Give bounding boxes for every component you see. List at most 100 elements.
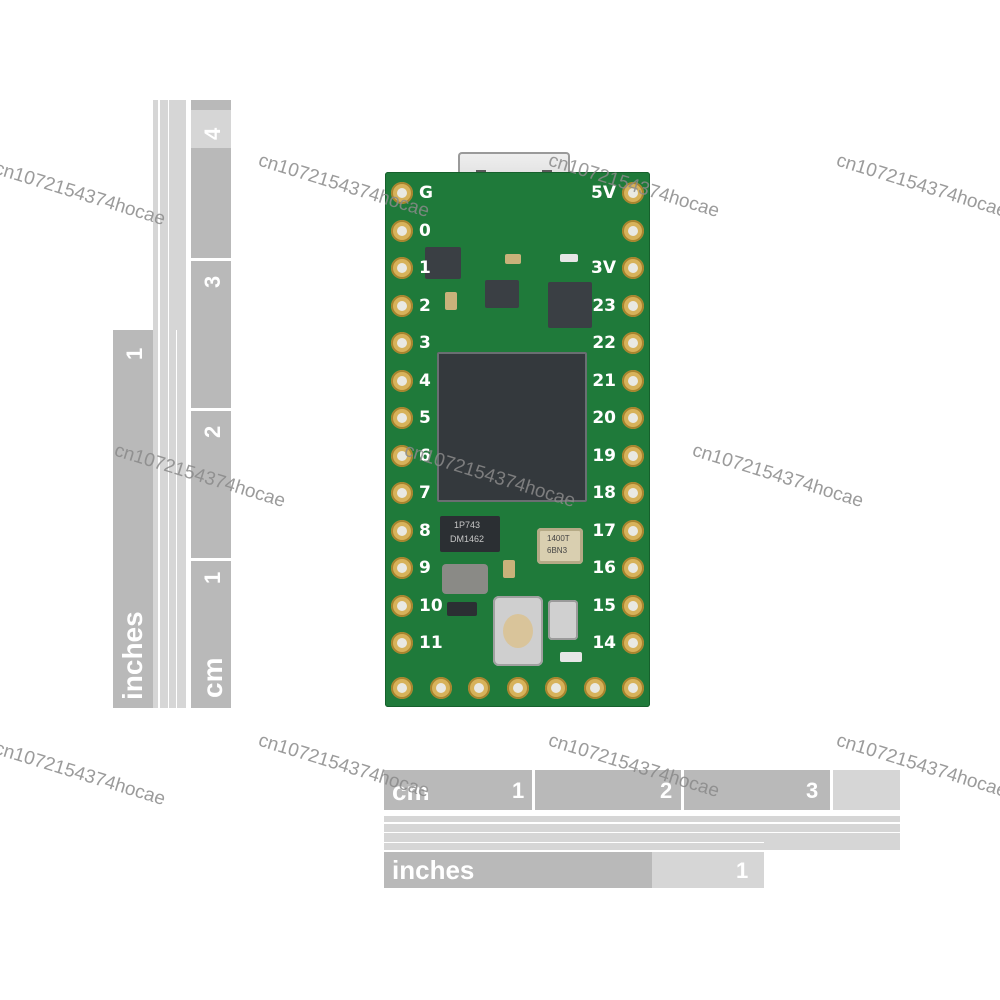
vertical-tick-line [168,100,169,708]
pin-label-left: 6 [419,445,431,466]
horizontal-inches-label: inches [392,855,475,885]
pin-label-right: 3V [591,258,616,278]
pin-pad-right [622,219,644,242]
pin-label-right: 14 [592,633,616,653]
pin-pad-left [391,182,413,204]
watermark-text: cn1072154374hocae [833,150,1000,222]
pin-label-left: 10 [419,595,443,616]
pin-label-left: G [419,183,433,203]
vertical-cm-tick-4: 4 [200,127,225,140]
program-button-cap[interactable] [503,614,533,648]
pin-pad-bottom [391,677,413,699]
pin-label-left: 0 [419,220,431,241]
pin-label-right: 5V [591,183,616,203]
horizontal-cm-tick-3: 3 [806,778,819,803]
horizontal-cm-divider [830,770,833,810]
horizontal-cm-strip [384,770,900,810]
vertical-cm-tick-2: 2 [200,425,225,438]
pin-pad-right [622,407,644,429]
rtc-crystal [548,600,578,640]
horizontal-tick-line [384,842,764,843]
vertical-cm-tick-1: 1 [200,571,225,584]
smd-diode [447,602,477,616]
vertical-inches-strip [113,330,153,708]
crystal-marking-2: 6BN3 [547,546,568,555]
pin-label-left: 7 [419,483,431,503]
pin-pad-left [391,294,413,317]
horizontal-inches-band [652,852,764,888]
pin-label-left: 5 [419,408,431,428]
pin-pad-bottom [583,677,606,699]
pin-label-right: 16 [592,558,616,578]
pin-pad-left [391,594,413,617]
vertical-tick-line [176,330,177,708]
pin-label-right: 18 [592,483,616,503]
pin-pad-right [622,444,644,467]
vertical-cm-divider [191,558,231,561]
pin-pad-bottom [622,677,644,699]
inductor [442,564,488,594]
pin-pad-right [622,369,644,392]
horizontal-cm-tick-1: 1 [512,778,525,803]
smd-led [560,652,582,662]
pin-pad-bottom [429,677,452,699]
horizontal-cm-band [833,770,900,810]
pin-pad-right [622,519,644,542]
watermark-text: cn1072154374hocae [689,440,866,512]
pin-pad-left [391,407,413,429]
pin-pad-left [391,369,413,392]
pin-label-left: 11 [419,633,443,653]
flash-chip: 1P743 DM1462 [440,516,500,552]
vertical-cm-divider [191,258,231,261]
pin-pad-right [622,332,644,354]
pin-label-left: 1 [419,258,431,278]
smd-capacitor [445,292,457,310]
pin-label-right: 20 [592,408,616,428]
crystal-marking-1: 1400T [547,534,570,543]
pin-label-left: 3 [419,333,431,353]
flash-chip-marking-1: 1P743 [454,520,481,530]
watermark-text: cn1072154374hocae [0,158,168,230]
pin-pad-left [391,632,413,654]
pin-label-right: 17 [592,520,616,541]
vertical-cm-band-4 [191,110,231,148]
regulator-chip [485,280,519,308]
horizontal-cm-divider [532,770,535,810]
pin-label-right: 22 [592,333,616,353]
pin-pad-left [391,219,413,242]
pin-label-right: 19 [592,445,616,466]
pin-pad-right [622,482,644,504]
smd-led [560,254,578,262]
watermark-text: cn1072154374hocae [0,738,168,810]
pin-pad-bottom [545,677,567,699]
pin-pad-left [391,557,413,579]
horizontal-cm-tick-2: 2 [660,778,673,803]
pin-pad-left [391,519,413,542]
pin-label-left: 8 [419,520,431,541]
small-ic-chip [425,247,461,279]
program-button[interactable] [493,596,543,666]
horizontal-tick-area [384,816,900,850]
pin-pad-left [391,444,413,467]
vertical-cm-label: cm [197,657,228,698]
pin-pad-right [622,632,644,654]
pin-pad-right [622,594,644,617]
smd-resistor [505,254,521,264]
pin-pad-bottom [468,677,490,699]
pin-pad-left [391,257,413,279]
vertical-cm-tick-3: 3 [200,275,225,288]
horizontal-cm-divider [681,770,684,810]
vertical-tick-line [158,100,160,708]
flash-chip-marking-2: DM1462 [450,534,485,544]
vertical-cm-strip [191,100,231,708]
crystal: 1400T 6BN3 [537,528,583,564]
pin-label-right: 15 [592,595,616,616]
horizontal-tick-line [384,822,900,824]
pin-pad-bottom [506,677,529,699]
pin-pad-left [391,332,413,354]
horizontal-inch-tick-1: 1 [736,858,749,883]
watermark-text: cn1072154374hocae [255,730,432,802]
pin-label-right: 23 [592,295,616,316]
pin-pad-right [622,257,644,279]
pin-label-right: 21 [592,370,616,391]
